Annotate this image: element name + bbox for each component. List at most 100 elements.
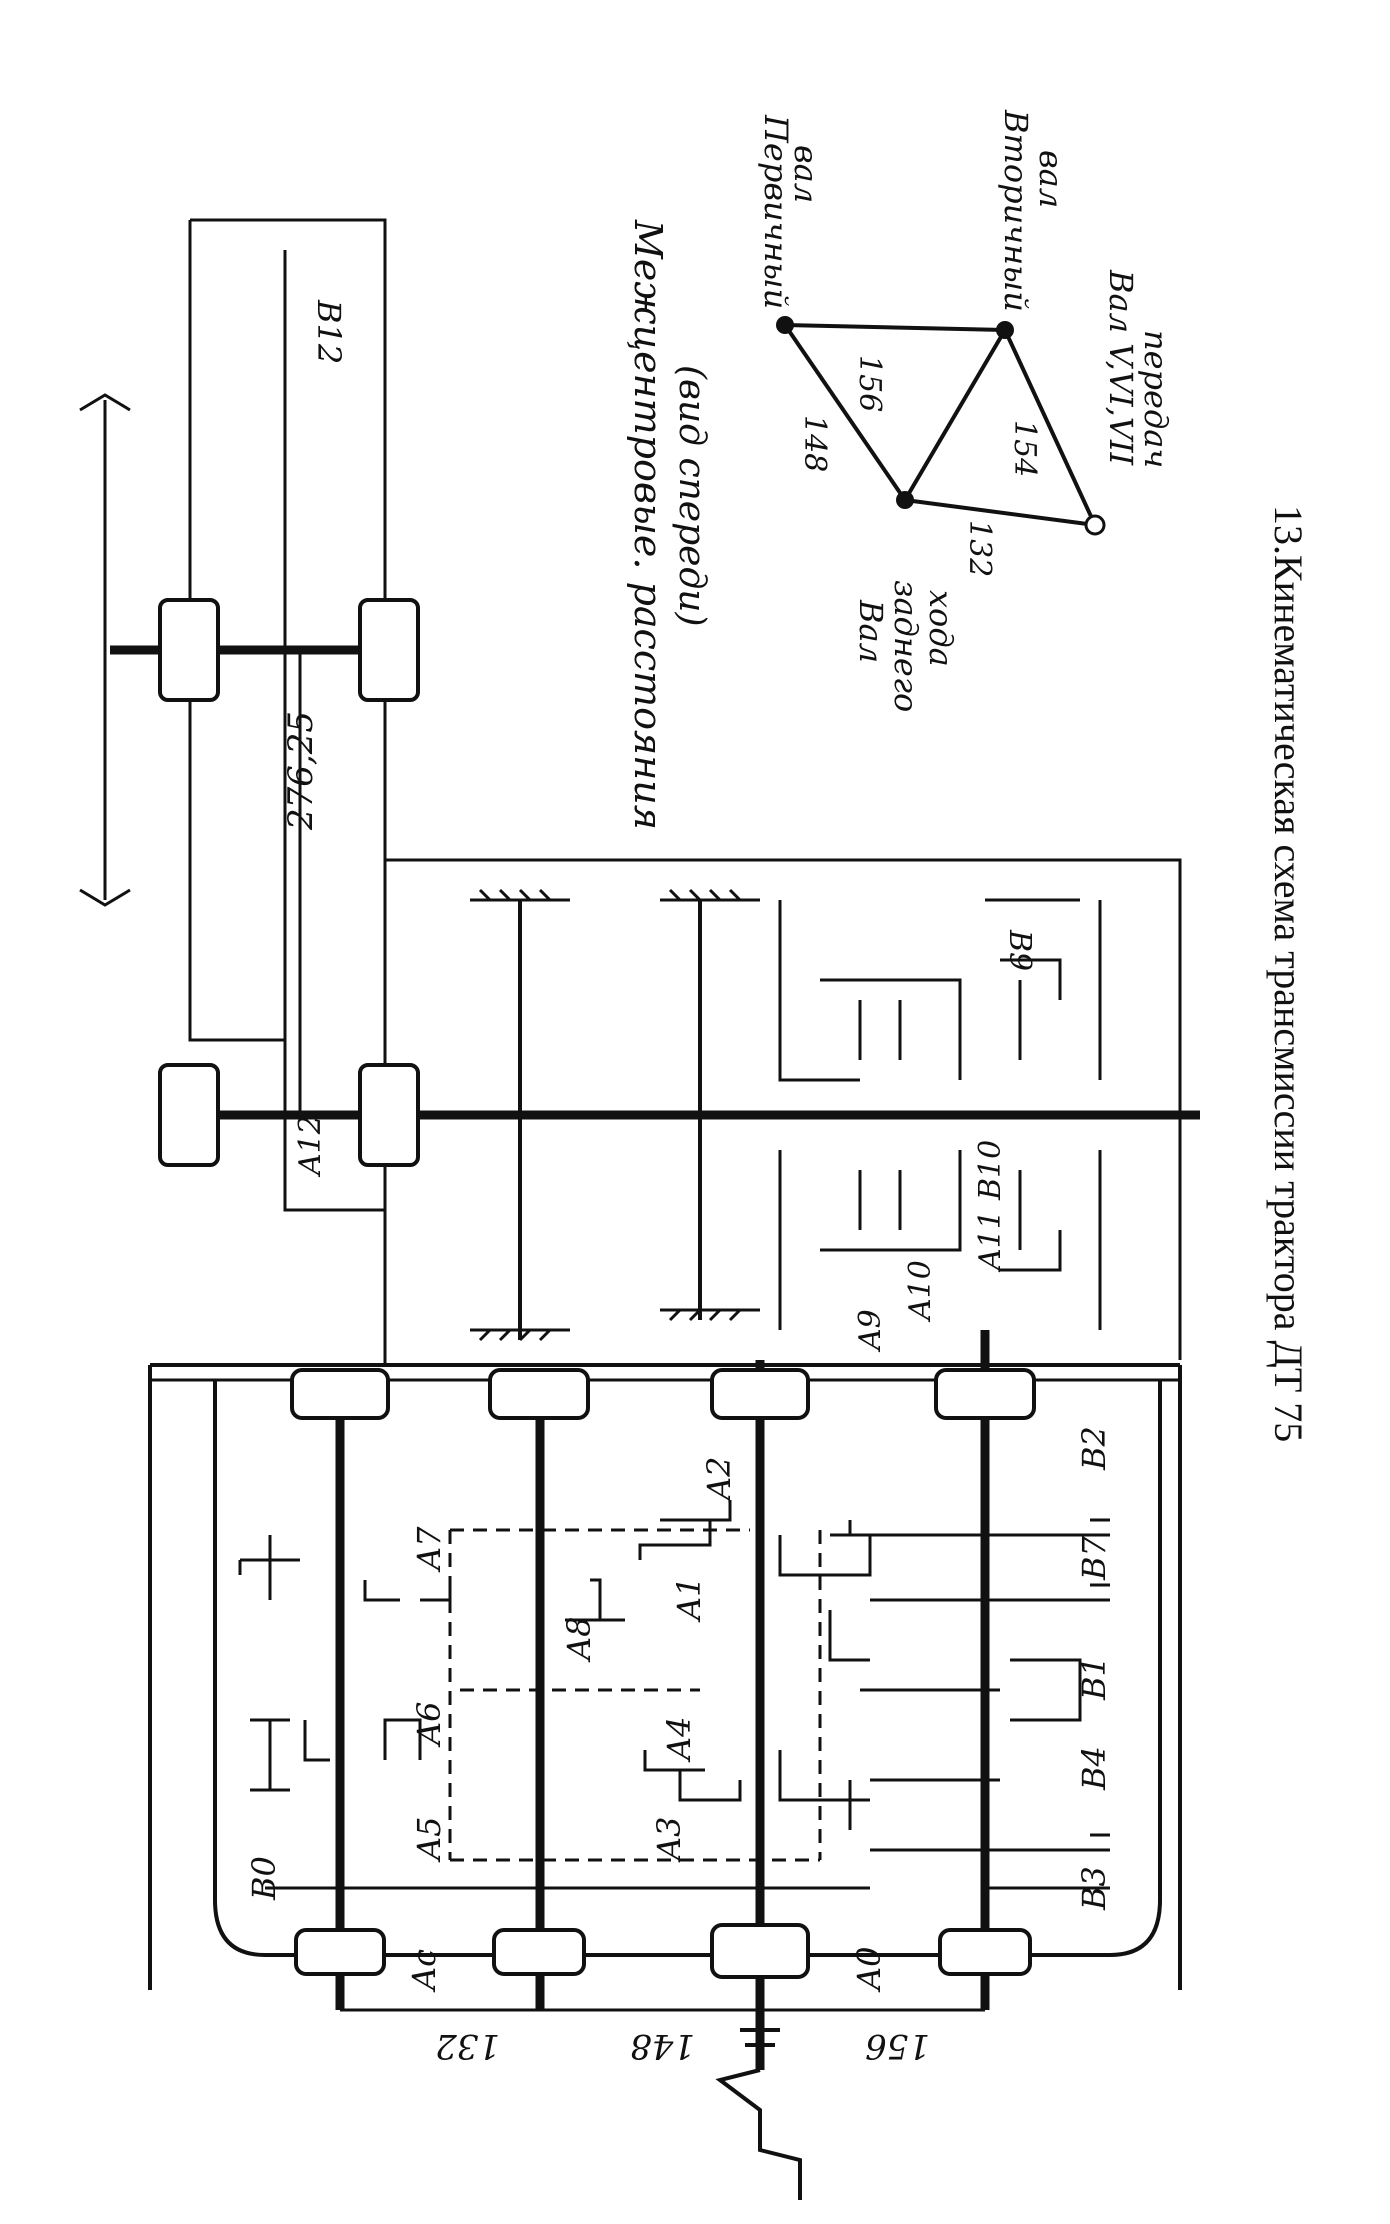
- dim-label-276: 276,25: [281, 711, 321, 831]
- brake-anchor-top-1: [470, 888, 570, 902]
- bearing-bottom-2: [492, 1928, 586, 1976]
- brake-anchor-bottom-1: [470, 1328, 570, 1342]
- gear-B0-d: [303, 1720, 330, 1762]
- bearing-upper-1: [158, 598, 220, 702]
- dimension-labels: 132 148 156 276,25: [281, 711, 930, 2066]
- input-zigzag: [715, 2068, 802, 2200]
- inset-title-line2: (вид спереди): [671, 365, 712, 627]
- side-clutch-f: [1000, 1170, 1062, 1272]
- frame-top: [190, 218, 387, 1040]
- inset-dist-secondary-gears: 154: [1007, 420, 1042, 477]
- gearbox-gears: [238, 1500, 1110, 1890]
- inset-dist-primary-secondary: 156: [852, 355, 887, 412]
- gear-A8-b: [565, 1578, 625, 1622]
- shift-rods: [448, 1528, 822, 1862]
- bearing-top-2: [488, 1368, 590, 1420]
- label-A0: A0: [850, 1947, 888, 1993]
- bearings-top: [290, 1368, 1036, 1420]
- side-clutch-e: [1000, 958, 1062, 1060]
- inset-label-reverse-1: Вал: [852, 599, 890, 663]
- gear-primary-a: [778, 1520, 872, 1577]
- label-A10: A10: [903, 1260, 938, 1323]
- label-B9: B9: [1002, 929, 1037, 971]
- bearing-bottom-1: [294, 1928, 386, 1976]
- side-clutch-c: [820, 978, 962, 1080]
- label-Ac: Ac: [405, 1949, 443, 1993]
- inset-label-reverse-2: заднего: [887, 580, 925, 712]
- gear-A2: [660, 1500, 732, 1522]
- label-B1: B1: [1075, 1656, 1113, 1701]
- gear-primary-c: [828, 1610, 870, 1662]
- gearbox-housing: [148, 1363, 1182, 1990]
- dim-label-132: 132: [435, 2026, 500, 2066]
- gear-primary-b: [778, 1750, 870, 1830]
- brake-anchor-top-2: [660, 888, 760, 902]
- housing-outline: [213, 1380, 1162, 1957]
- gear-B3: [870, 1833, 1110, 1852]
- inset-edge-reverse-gears: [904, 498, 1096, 527]
- bearing-upper-3: [158, 1063, 220, 1167]
- label-A5: A5: [410, 1817, 448, 1863]
- inset-label-secondary-1: Вторичный: [997, 109, 1035, 312]
- label-B12: B12: [310, 299, 348, 364]
- gear-A3A4: [643, 1750, 705, 1772]
- frame-mid: [385, 858, 1182, 1360]
- input-coupling: [740, 2028, 780, 2047]
- label-A2: A2: [700, 1457, 738, 1503]
- inset-dist-primary-reverse: 148: [797, 415, 832, 472]
- label-A1: A1: [670, 1577, 708, 1623]
- gear-A1: [638, 1520, 712, 1560]
- gear-A8-a: [420, 1580, 452, 1602]
- label-B3: B3: [1075, 1866, 1113, 1911]
- bearing-top-4: [934, 1368, 1036, 1420]
- brake-anchor-bottom-2: [660, 1308, 760, 1322]
- inset-edge-primary-secondary: [784, 323, 1006, 332]
- label-A3: A3: [650, 1817, 688, 1863]
- label-A12: A12: [293, 1115, 328, 1178]
- gear-B2: [830, 1518, 1110, 1537]
- figure-caption: 13.Кинематическая схема трансмиссии трак…: [1266, 505, 1311, 1442]
- inset-title-line1: Межцентровые. расстояния: [626, 219, 670, 830]
- inset-edge-secondary-gears: [1003, 329, 1097, 526]
- inset-node-reverse: [896, 491, 914, 509]
- inset-edge-secondary-reverse: [903, 328, 1007, 502]
- label-A4: A4: [660, 1717, 698, 1763]
- label-A8: A8: [560, 1617, 598, 1663]
- side-clutch-a: [778, 900, 860, 1082]
- frame-left: [188, 220, 285, 1042]
- bearing-bottom-4: [938, 1928, 1032, 1976]
- gear-A5A6: [383, 1718, 422, 1760]
- inset-center-distances: 156 148 154 132 Первичный вал Вторичный …: [626, 109, 1175, 830]
- inset-dist-reverse-gears: 132: [962, 520, 997, 577]
- gear-B7: [870, 1583, 1110, 1602]
- label-A9: A9: [853, 1309, 888, 1353]
- dim-label-148: 148: [630, 2026, 695, 2066]
- gear-B0-a: [250, 1718, 290, 1792]
- side-clutch-d: [820, 1150, 962, 1252]
- label-A6: A6: [410, 1702, 448, 1748]
- label-A7: A7: [410, 1526, 448, 1573]
- bearing-bottom-3: [710, 1923, 810, 1979]
- bearing-top-3: [710, 1368, 810, 1420]
- bearing-upper-2: [358, 598, 420, 702]
- label-B7: B7: [1075, 1535, 1113, 1581]
- axle-end-bottom-fork: [79, 888, 131, 907]
- inset-node-gears: [1084, 514, 1106, 536]
- gear-B1: [860, 1658, 1082, 1722]
- rear-axle-section: [79, 218, 1200, 1365]
- inset-label-primary-2: вал: [787, 145, 825, 203]
- dim-label-156: 156: [865, 2026, 930, 2066]
- bearings-bottom: [294, 1923, 1032, 1979]
- inset-node-primary: [776, 316, 794, 334]
- label-A11: A11: [973, 1210, 1008, 1273]
- gear-A7: [363, 1580, 400, 1602]
- inset-label-gears-1: Вал V,VI,VII: [1102, 269, 1140, 467]
- inset-edge-primary-reverse: [783, 323, 907, 502]
- bearing-upper-4: [358, 1063, 420, 1167]
- inset-node-secondary: [996, 321, 1014, 339]
- gear-A3A4-b: [678, 1770, 742, 1802]
- inset-label-secondary-2: вал: [1032, 150, 1070, 208]
- gear-B0-c: [238, 1558, 300, 1575]
- axle-end-top-fork: [79, 393, 131, 412]
